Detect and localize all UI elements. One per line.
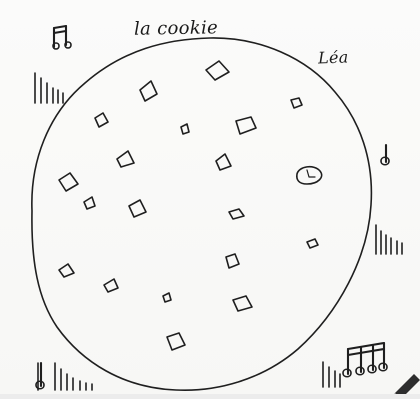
drawing-signature: Léa bbox=[318, 47, 349, 67]
drawing-title: la cookie bbox=[134, 17, 218, 39]
chip-3 bbox=[95, 113, 108, 127]
chocolate-chips bbox=[59, 61, 322, 350]
chip-12 bbox=[297, 167, 322, 184]
chip-5 bbox=[236, 117, 256, 134]
chip-9 bbox=[59, 173, 78, 191]
chip-15 bbox=[59, 264, 74, 277]
chip-19 bbox=[233, 296, 252, 311]
doodle-marks-bottom-right bbox=[323, 362, 340, 387]
doodle-marks-left bbox=[35, 73, 63, 103]
chip-2 bbox=[140, 81, 157, 101]
chip-10 bbox=[84, 197, 95, 209]
music-notes-icon-bottom-right bbox=[343, 343, 387, 377]
chip-13 bbox=[229, 209, 244, 219]
bottom-shadow bbox=[0, 394, 420, 399]
chip-4 bbox=[181, 124, 189, 134]
chip-20 bbox=[167, 333, 185, 350]
chip-14 bbox=[307, 239, 318, 248]
chip-16 bbox=[104, 279, 118, 292]
doodle-marks-bottom-left bbox=[38, 363, 92, 390]
doodle-marks-right bbox=[376, 225, 402, 254]
chip-7 bbox=[117, 151, 134, 167]
chip-6 bbox=[291, 98, 302, 108]
chip-1 bbox=[206, 61, 229, 80]
music-note-icon-top-left bbox=[53, 26, 71, 49]
chip-11 bbox=[129, 200, 146, 217]
cookie-outline bbox=[32, 38, 372, 390]
chip-8 bbox=[216, 154, 231, 170]
chip-12-inner bbox=[307, 170, 315, 177]
chip-18 bbox=[163, 293, 171, 302]
music-note-icon-right bbox=[381, 145, 389, 165]
chip-17 bbox=[226, 254, 239, 268]
